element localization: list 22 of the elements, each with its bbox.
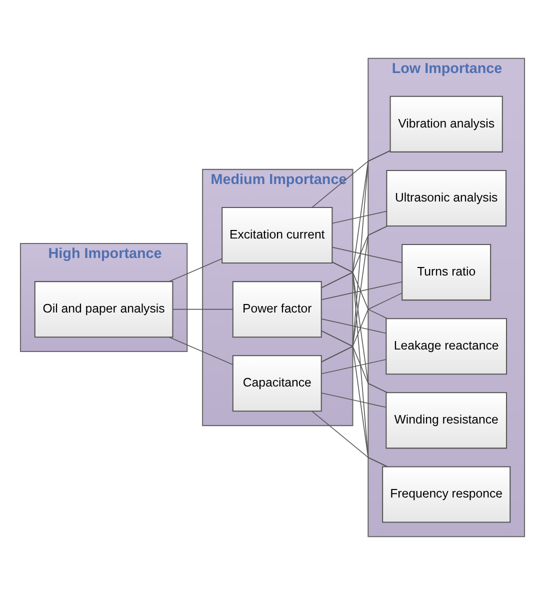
connector (168, 258, 222, 282)
connector (332, 261, 388, 467)
connector (321, 392, 386, 408)
node-box: Winding resistance (386, 392, 508, 448)
node-box: Vibration analysis (390, 95, 503, 152)
connector (312, 150, 390, 208)
connector (321, 318, 386, 334)
node-box: Leakage reactance (386, 318, 508, 374)
connector (321, 225, 388, 362)
connector (321, 280, 402, 300)
node-box: Capacitance (232, 354, 322, 412)
connector (168, 336, 234, 365)
node-box: Turns ratio (402, 244, 492, 300)
node-box: Power factor (232, 280, 322, 338)
connector (321, 358, 386, 374)
node-box: Excitation current (222, 206, 333, 264)
node-box: Oil and paper analysis (34, 280, 174, 338)
connector (172, 308, 234, 310)
node-box: Ultrasonic analysis (386, 169, 507, 226)
connector (332, 210, 387, 224)
node-box: Frequency responce (382, 466, 511, 522)
connector (332, 246, 402, 263)
